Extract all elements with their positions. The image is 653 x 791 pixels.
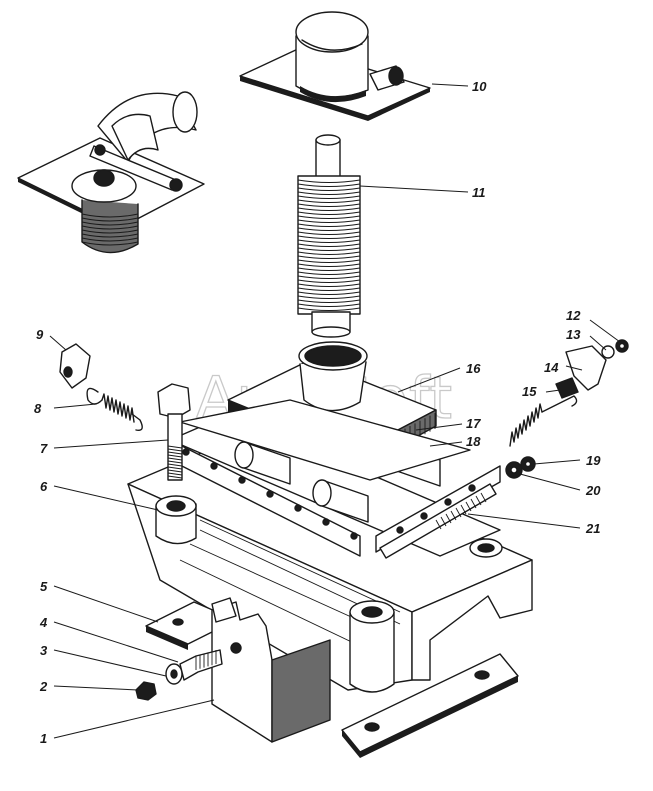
callout-3: 3 <box>40 643 48 658</box>
callout-1: 1 <box>40 731 47 746</box>
part-9-bracket <box>59 343 91 389</box>
callout-20: 20 <box>585 483 601 498</box>
callout-14: 14 <box>544 360 559 375</box>
callout-15: 15 <box>522 384 537 399</box>
callout-11: 11 <box>472 185 486 200</box>
part-11-threaded-screw <box>297 134 361 338</box>
leader-lines <box>49 83 621 739</box>
part-21-rod <box>379 483 497 559</box>
part-10-cap-plate <box>239 11 431 121</box>
callout-16: 16 <box>466 361 481 376</box>
callout-7: 7 <box>40 441 48 456</box>
callout-2: 2 <box>39 679 48 694</box>
roller-carriage <box>169 399 501 557</box>
callout-18: 18 <box>466 434 481 449</box>
part-1-clamp-body <box>211 597 331 743</box>
callout-6: 6 <box>40 479 48 494</box>
part-7-bolt <box>157 383 191 481</box>
parts-2-3-4-bolt-nuts <box>135 649 223 701</box>
lower-flat-strip <box>341 653 519 758</box>
callout-5: 5 <box>40 579 48 594</box>
clamp-nut-plate-assembly <box>17 91 205 254</box>
right-small-parts <box>505 339 629 479</box>
callout-9: 9 <box>36 327 44 342</box>
callout-17: 17 <box>466 416 481 431</box>
callout-13: 13 <box>566 327 581 342</box>
part-8-spring <box>86 387 143 431</box>
callout-21: 21 <box>585 521 600 536</box>
callout-labels: 1 2 3 4 5 6 7 8 9 10 11 12 13 14 15 16 1… <box>34 79 601 746</box>
callout-19: 19 <box>586 453 601 468</box>
callout-8: 8 <box>34 401 42 416</box>
callout-4: 4 <box>39 615 48 630</box>
callout-10: 10 <box>472 79 487 94</box>
callout-12: 12 <box>566 308 581 323</box>
